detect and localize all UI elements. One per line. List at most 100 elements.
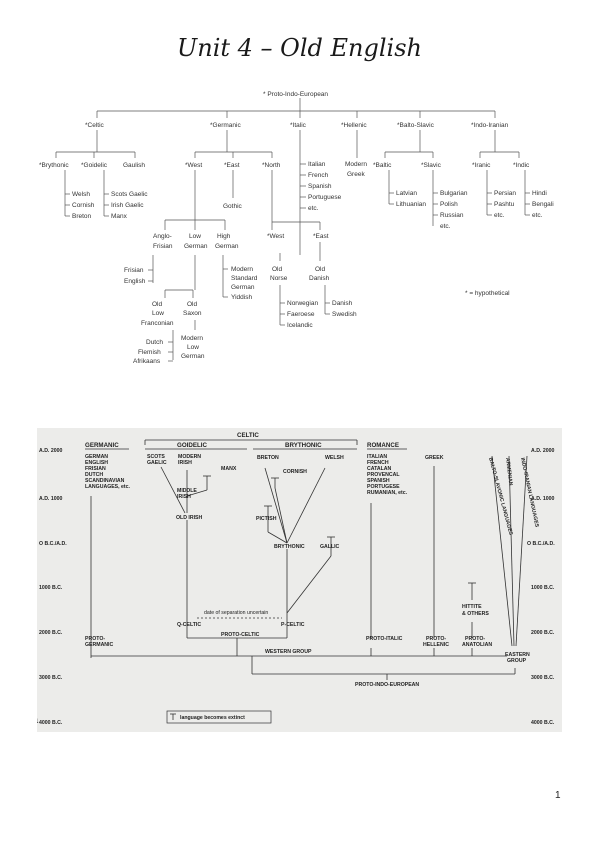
node-old-danish-2: Danish — [309, 275, 330, 282]
eastern-group-2: GROUP — [507, 658, 527, 664]
language-timeline-diagram: A.D. 2000 A.D. 1000 O B.C./A.D. 1000 B.C… — [35, 428, 562, 732]
old-irish: OLD IRISH — [176, 515, 202, 521]
armenian-label: ARMENIAN — [504, 458, 513, 487]
node-anglo-frisian-2: Frisian — [153, 243, 173, 250]
lang-scots-gaelic: Scots Gaelic — [111, 191, 148, 198]
node-north-west: *West — [267, 233, 284, 240]
lang-modern-low-german-2: Low — [187, 344, 199, 351]
lang-swedish: Swedish — [332, 311, 357, 318]
branch-balto-slavic: *Balto-Slavic — [397, 122, 435, 129]
node-anglo-frisian-1: Anglo- — [153, 233, 172, 240]
lang-french: French — [308, 172, 329, 179]
time-right-3000bc: 3000 B.C. — [531, 675, 555, 681]
lang-flemish: Flemish — [138, 349, 161, 356]
time-right-ad1000: A.D. 1000 — [531, 496, 554, 502]
page-number: 1 — [555, 790, 561, 801]
germanic-english: ENGLISH — [85, 460, 108, 466]
p-celtic: P-CELTIC — [281, 622, 305, 628]
header-brythonic: BRYTHONIC — [285, 442, 322, 449]
modern-irish-1: MODERN — [178, 454, 201, 460]
node-north-east: *East — [313, 233, 329, 240]
node-east-germanic: *East — [224, 162, 240, 169]
time-left-ad2000: A.D. 2000 — [39, 448, 62, 454]
lang-lithuanian: Lithuanian — [396, 201, 426, 208]
q-celtic: Q-CELTIC — [177, 622, 201, 628]
lang-norwegian: Norwegian — [287, 300, 318, 307]
lang-italian: Italian — [308, 161, 326, 168]
header-romance: ROMANCE — [367, 442, 399, 449]
romance-provencal: PROVENCAL — [367, 472, 400, 478]
time-left-0: O B.C./A.D. — [39, 541, 67, 547]
lang-modern-low-german-1: Modern — [181, 335, 203, 342]
romance-spanish: SPANISH — [367, 478, 390, 484]
separation-note: date of separation uncertain — [204, 610, 268, 616]
romance-italian: ITALIAN — [367, 454, 387, 460]
greek: GREEK — [425, 455, 444, 461]
branch-indo-iranian: *Indo-Iranian — [471, 122, 509, 129]
lang-hindi: Hindi — [532, 190, 547, 197]
indo-european-family-tree: * Proto-Indo-European *Celtic *Germanic … — [35, 85, 570, 375]
lang-afrikaans: Afrikaans — [133, 358, 161, 365]
node-indic: *Indic — [513, 162, 530, 169]
branch-celtic: *Celtic — [85, 122, 105, 129]
hittite-2: & OTHERS — [462, 611, 489, 617]
header-germanic: GERMANIC — [85, 442, 119, 449]
lang-bulgarian: Bulgarian — [440, 190, 468, 197]
lang-irish-gaelic: Irish Gaelic — [111, 202, 144, 209]
page-title: Unit 4 – Old English — [177, 34, 422, 62]
modern-irish-2: IRISH — [178, 460, 192, 466]
node-old-low-franconian-3: Franconian — [141, 320, 174, 327]
western-group: WESTERN GROUP — [265, 649, 312, 655]
lang-danish: Danish — [332, 300, 353, 307]
hittite-1: HITTITE — [462, 604, 482, 610]
lang-modern-standard-german-2: Standard — [231, 275, 258, 282]
lang-modern-greek-2: Greek — [347, 171, 365, 178]
proto-italic: PROTO-ITALIC — [366, 636, 403, 642]
node-high-german-2: German — [215, 243, 239, 250]
node-old-norse-2: Norse — [270, 275, 288, 282]
lang-bengali: Bengali — [532, 201, 554, 208]
time-left-4000bc: 4000 B.C. — [39, 720, 63, 726]
time-left-ad1000: A.D. 1000 — [39, 496, 62, 502]
romance-french: FRENCH — [367, 460, 389, 466]
root-node: * Proto-Indo-European — [263, 91, 328, 98]
proto-hellenic-1: PROTO- — [426, 636, 446, 642]
branch-germanic: *Germanic — [210, 122, 241, 129]
lang-manx: Manx — [111, 213, 128, 220]
proto-hellenic-2: HELLENIC — [423, 642, 449, 648]
node-low-german-2: German — [184, 243, 208, 250]
lang-latvian: Latvian — [396, 190, 417, 197]
node-slavic: *Slavic — [421, 162, 442, 169]
node-old-saxon-1: Old — [187, 301, 198, 308]
time-right-ad2000: A.D. 2000 — [531, 448, 554, 454]
germanic-languages-etc: LANGUAGES, etc. — [85, 484, 131, 490]
proto-celtic: PROTO-CELTIC — [221, 632, 260, 638]
brythonic-node: BRYTHONIC — [274, 544, 305, 550]
cornish: CORNISH — [283, 469, 307, 475]
node-old-low-franconian-1: Old — [152, 301, 163, 308]
time-right-4000bc: 4000 B.C. — [531, 720, 555, 726]
node-low-german-1: Low — [189, 233, 201, 240]
lang-frisian: Frisian — [124, 267, 144, 274]
header-celtic: CELTIC — [237, 432, 259, 439]
header-goidelic: GOIDELIC — [177, 442, 207, 449]
time-right-1000bc: 1000 B.C. — [531, 585, 555, 591]
node-gaulish: Gaulish — [123, 162, 145, 169]
middle-irish-1: MIDDLE — [177, 488, 197, 494]
proto-anatolian-2: ANATOLIAN — [462, 642, 492, 648]
lang-modern-standard-german-1: Modern — [231, 266, 253, 273]
corner-mark: 1 — [37, 719, 39, 725]
pictish: PICTISH — [256, 516, 277, 522]
romance-rumanian: RUMANIAN, etc. — [367, 490, 408, 496]
node-goidelic: *Goidelic — [81, 162, 108, 169]
time-right-2000bc: 2000 B.C. — [531, 630, 555, 636]
lang-icelandic: Icelandic — [287, 322, 313, 329]
lang-modern-greek-1: Modern — [345, 161, 367, 168]
germanic-scandinavian: SCANDINAVIAN — [85, 478, 125, 484]
node-old-saxon-2: Saxon — [183, 310, 202, 317]
lang-dutch: Dutch — [146, 339, 163, 346]
gallic: GALLIC — [320, 544, 340, 550]
node-old-low-franconian-2: Low — [152, 310, 164, 317]
germanic-german: GERMAN — [85, 454, 108, 460]
lang-etc-slavic: etc. — [440, 223, 451, 230]
